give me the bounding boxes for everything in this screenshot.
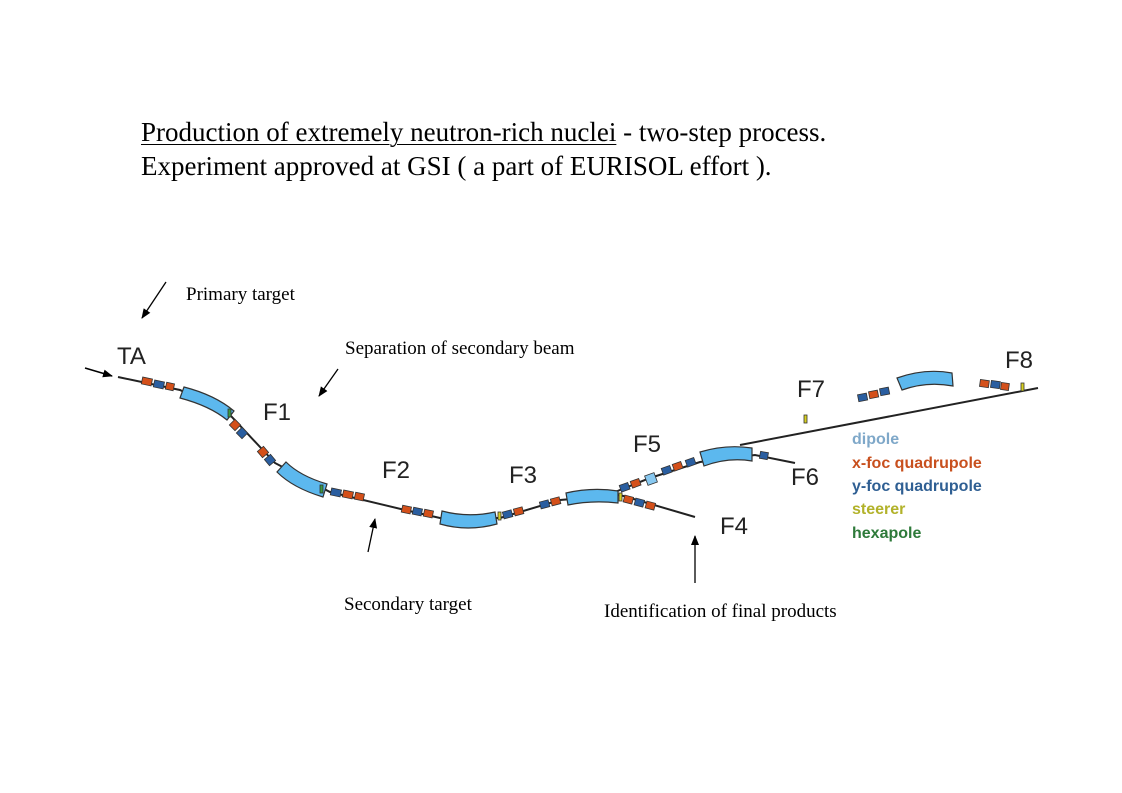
page-title: Production of extremely neutron-rich nuc… (141, 115, 1041, 183)
primary-target-label: Primary target (186, 284, 296, 305)
y-quad (990, 380, 1001, 390)
legend-dipole: dipole (852, 431, 899, 448)
focal-plane-f1: F1 (263, 399, 291, 426)
x-quad (400, 504, 412, 515)
x-quad (857, 392, 869, 403)
x-quad (868, 389, 880, 400)
focal-plane-f2: F2 (382, 457, 410, 484)
focal-plane-f8: F8 (1005, 347, 1033, 374)
x-quad (512, 506, 525, 517)
steerer (618, 492, 623, 502)
title-line-1: Production of extremely neutron-rich nuc… (141, 115, 1041, 149)
y-quad (684, 456, 697, 468)
x-quad (164, 381, 176, 392)
hexapole (319, 484, 324, 494)
legend-x-foc-quadrupole: x-foc quadrupole (852, 455, 982, 472)
focal-plane-f5: F5 (633, 431, 661, 458)
legend-hexapole: hexapole (852, 525, 921, 542)
title-underlined: Production of extremely neutron-rich nuc… (141, 117, 617, 147)
incoming-beam-arrow (84, 367, 113, 378)
identification-label: Identification of final products (604, 601, 837, 622)
separation-label: Separation of secondary beam (345, 338, 575, 359)
dipole-5 (699, 446, 753, 467)
focal-plane-f6: F6 (791, 464, 819, 491)
y-quad (411, 506, 423, 517)
x-quad (644, 500, 657, 511)
dipole-3 (439, 510, 498, 529)
dipole-2 (276, 461, 328, 498)
dipole-1 (179, 386, 235, 421)
y-quad (660, 464, 673, 476)
x-quad (256, 445, 270, 459)
magnet-elements (140, 376, 1025, 521)
y-quad (758, 450, 769, 461)
steerer (1020, 382, 1025, 392)
focal-plane-f3: F3 (509, 462, 537, 489)
x-quad (671, 460, 684, 472)
y-quad (329, 487, 342, 498)
beam-line-branch-f8 (739, 387, 1039, 446)
secondary-target-arrow (367, 518, 378, 553)
legend-steerer: steerer (852, 501, 905, 518)
x-quad (341, 489, 354, 500)
x-quad (1000, 382, 1010, 391)
y-quad (538, 499, 551, 510)
steerer (803, 414, 808, 424)
y-quad (152, 379, 165, 390)
dipole-4 (565, 488, 619, 506)
title-line-2: Experiment approved at GSI ( a part of E… (141, 151, 772, 181)
y-quad (879, 386, 891, 397)
focal-plane-f4: F4 (720, 513, 748, 540)
legend-y-foc-quadrupole: y-foc quadrupole (852, 478, 982, 495)
y-quad (633, 497, 646, 508)
x-quad (228, 418, 242, 432)
secondary-target-label: Secondary target (344, 594, 473, 615)
dipoles (179, 370, 954, 529)
x-quad (353, 491, 365, 502)
x-quad (422, 508, 434, 519)
primary-target-arrow (141, 281, 167, 319)
x-quad (549, 496, 562, 507)
focal-plane-f7: F7 (797, 376, 825, 403)
separation-arrow (318, 368, 339, 397)
title-line-1-rest: - two-step process. (616, 117, 827, 147)
x-quad (622, 494, 635, 505)
x-quad (629, 477, 642, 489)
y-quad (263, 453, 277, 467)
f5-detector (644, 472, 658, 486)
y-quad (618, 481, 631, 493)
legend: dipole x-foc quadrupole y-foc quadrupole… (852, 431, 982, 542)
steerer (497, 511, 502, 521)
focal-plane-ta: TA (117, 343, 146, 370)
dipole-6 (896, 370, 954, 391)
hexapole (227, 408, 232, 418)
y-quad (501, 509, 514, 520)
x-quad (140, 376, 153, 387)
x-quad (979, 379, 990, 389)
y-quad (235, 426, 249, 440)
